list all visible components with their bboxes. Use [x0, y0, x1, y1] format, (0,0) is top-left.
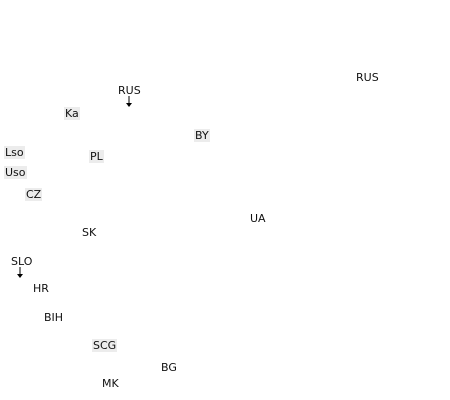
label-uso: Uso	[4, 166, 27, 179]
label-croatia: HR	[33, 282, 49, 295]
label-ka: Ka	[64, 107, 80, 120]
slovenia-pointer-arrow-icon	[17, 267, 23, 278]
label-czech-republic: CZ	[25, 188, 43, 201]
label-russia-kaliningrad: RUS	[118, 84, 141, 97]
label-macedonia: MK	[102, 377, 119, 390]
label-ukraine: UA	[250, 212, 266, 225]
label-slovakia: SK	[82, 226, 97, 239]
label-slovenia: SLO	[11, 255, 33, 268]
label-serbia-montenegro: SCG	[92, 339, 118, 352]
kaliningrad-pointer-arrow-icon	[126, 96, 132, 107]
label-bosnia: BIH	[44, 311, 64, 324]
label-poland: PL	[89, 150, 104, 163]
label-lso: Lso	[4, 146, 25, 159]
label-russia-east: RUS	[356, 71, 379, 84]
label-belarus: BY	[194, 129, 210, 142]
label-bulgaria: BG	[161, 361, 177, 374]
